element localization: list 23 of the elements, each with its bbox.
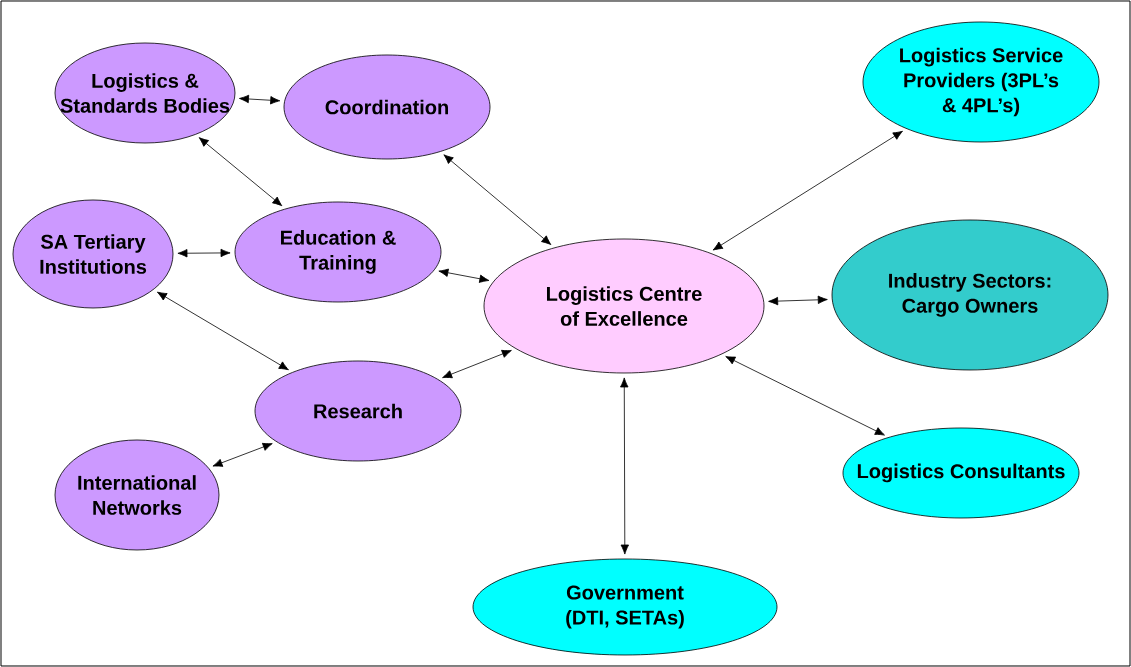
arrow (438, 268, 490, 283)
ellipse-node: Logistics & Standards Bodies (54, 42, 236, 144)
arrow (725, 356, 885, 436)
ellipse-node: Research (254, 360, 462, 462)
ellipse-node: Education & Training (234, 201, 442, 303)
arrow (442, 349, 512, 379)
ellipse-node: Logistics Consultants (842, 427, 1080, 519)
arrow (177, 248, 231, 258)
arrow (157, 291, 289, 371)
arrow (712, 130, 903, 251)
ellipse-node: SA Tertiary Institutions (12, 199, 174, 309)
arrow (239, 94, 281, 105)
arrow (768, 295, 828, 306)
arrow (443, 154, 552, 245)
arrow (212, 442, 273, 467)
ellipse-node: Logistics Centre of Excellence (483, 238, 765, 374)
ellipse-node: International Networks (54, 439, 220, 551)
arrow (620, 377, 629, 555)
ellipse-node: Government (DTI, SETAs) (472, 558, 778, 656)
ellipse-node: Coordination (283, 54, 491, 160)
ellipse-node: Logistics Service Providers (3PL’s & 4PL’s) (862, 21, 1100, 143)
arrow (198, 137, 283, 207)
ellipse-node: Industry Sectors: Cargo Owners (831, 219, 1109, 371)
